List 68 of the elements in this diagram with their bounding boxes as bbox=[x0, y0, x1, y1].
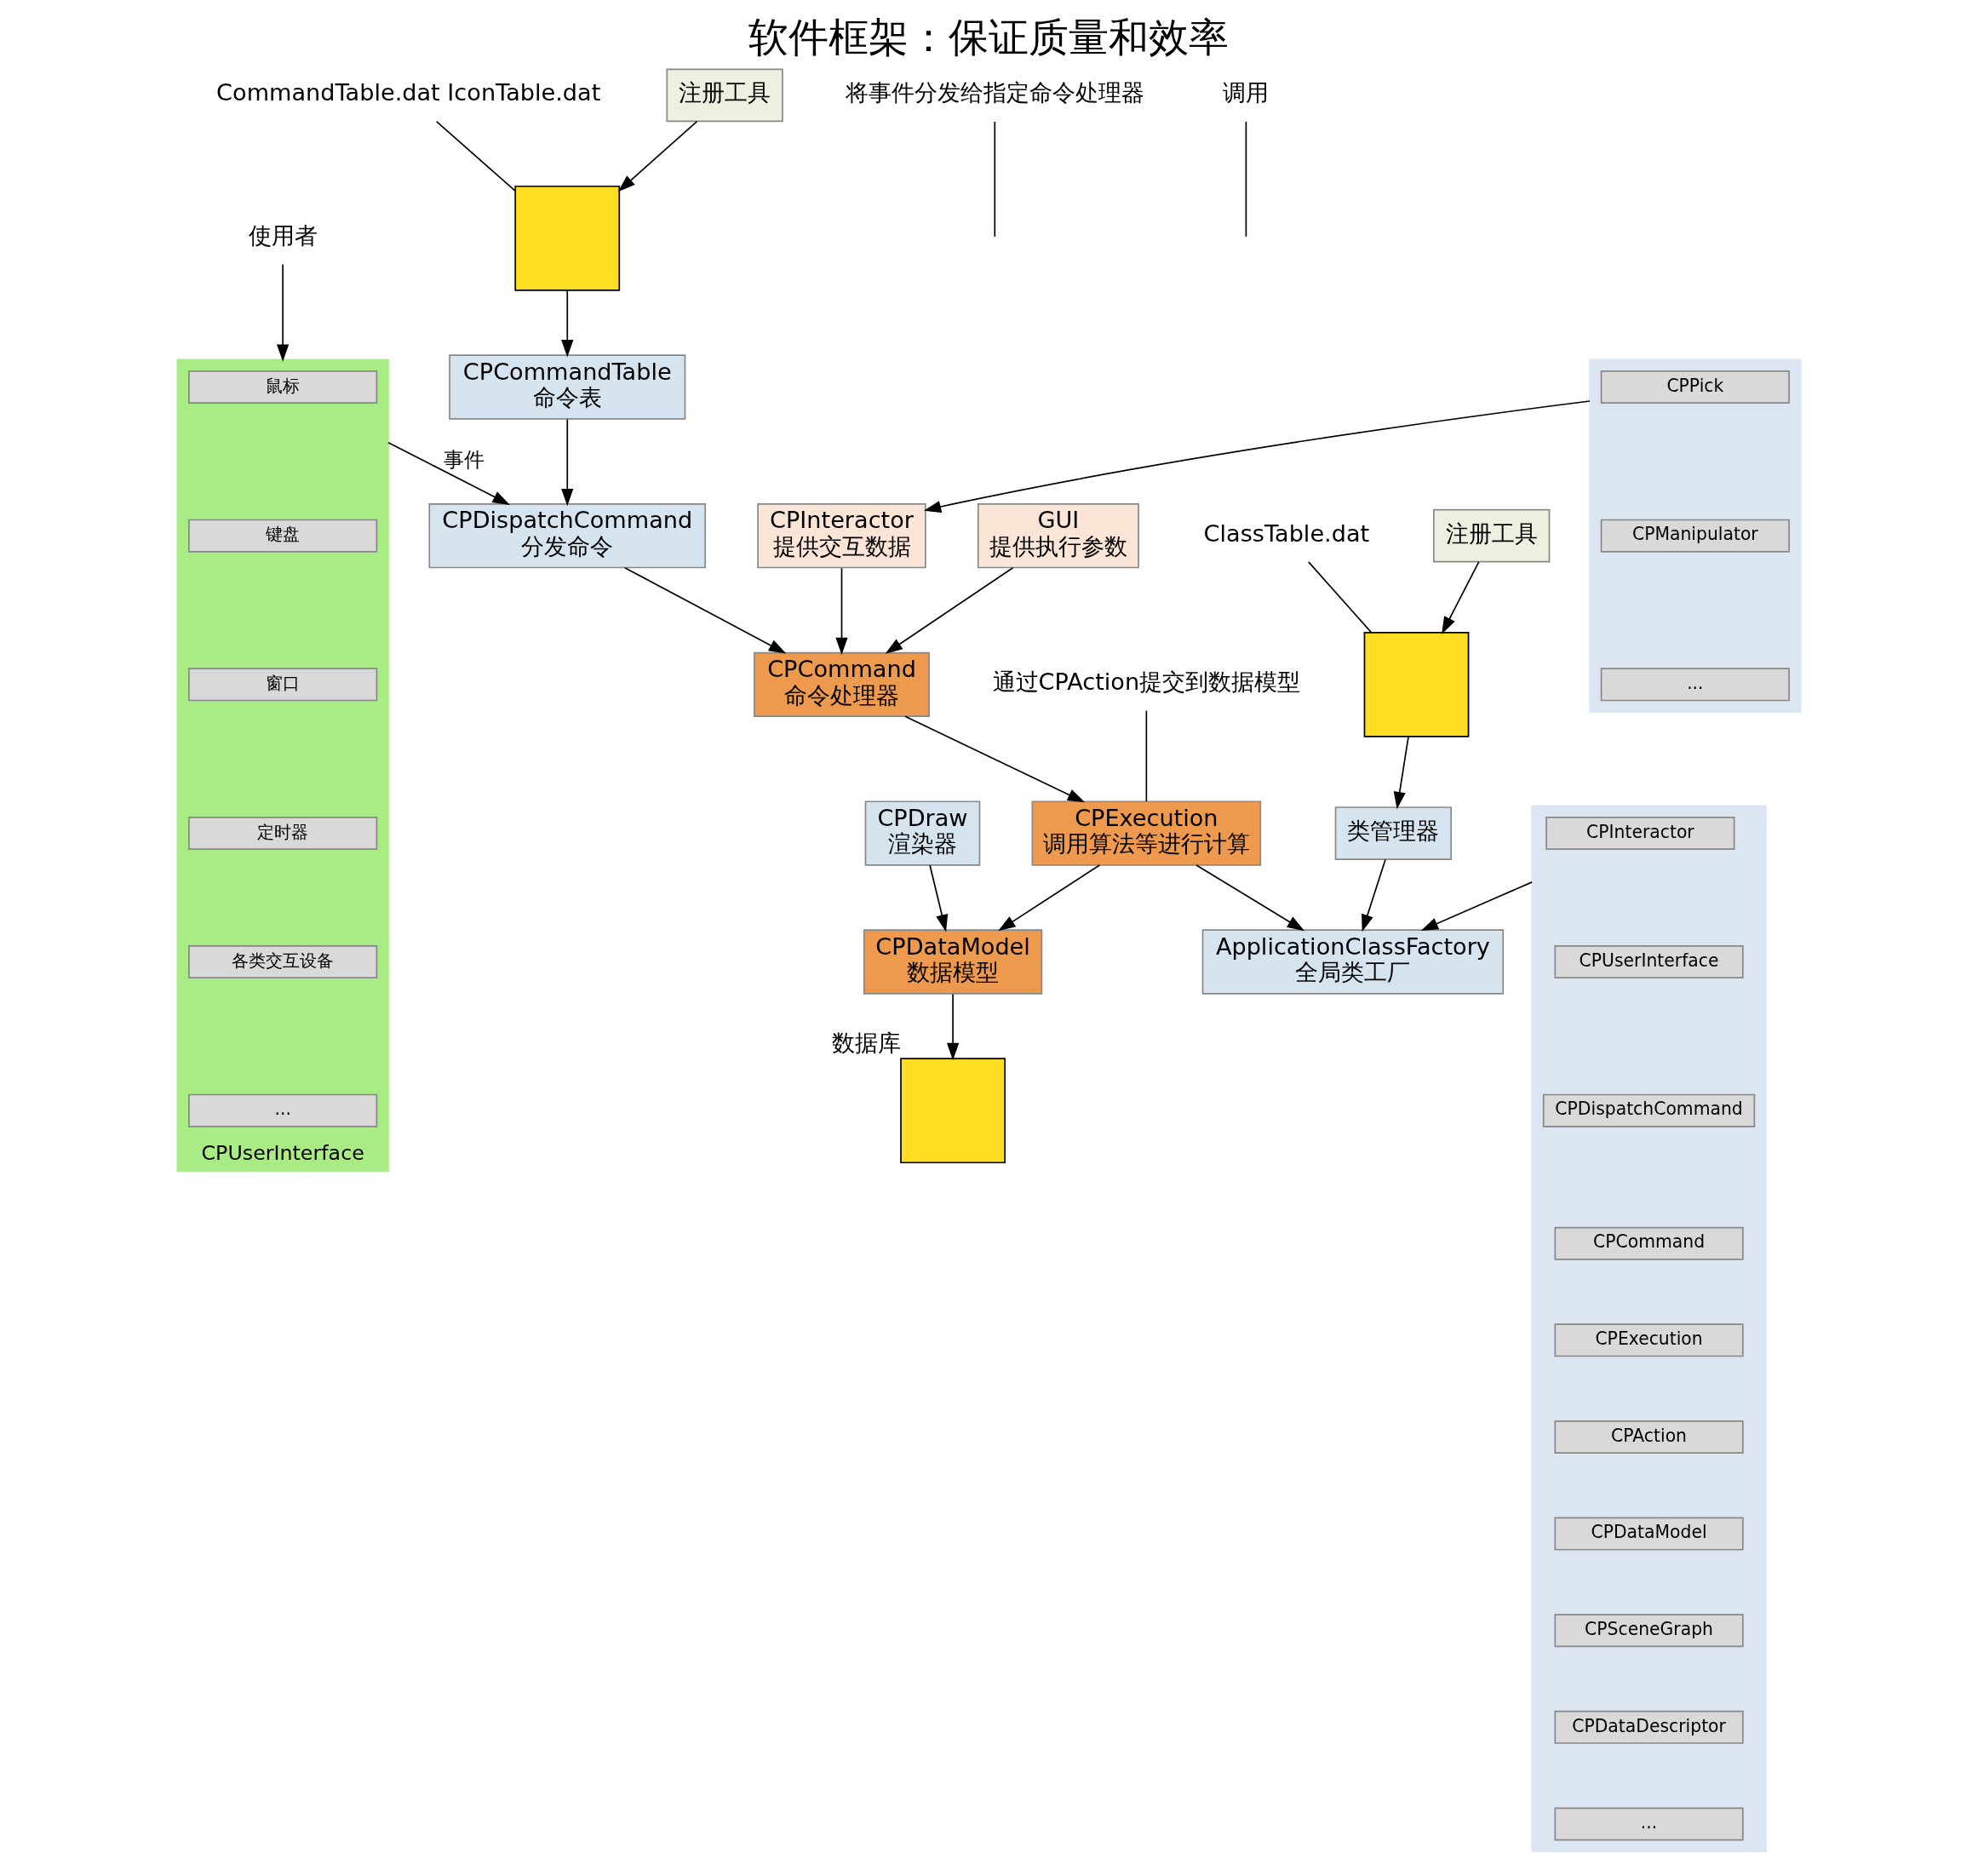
connector bbox=[435, 120, 516, 192]
node-box: CPDispatchCommand bbox=[1542, 1093, 1756, 1127]
arrow bbox=[277, 263, 290, 362]
node-box bbox=[514, 185, 621, 291]
arrow bbox=[1420, 881, 1534, 931]
arrow bbox=[561, 290, 574, 358]
arrow bbox=[387, 441, 510, 505]
arrow bbox=[617, 120, 698, 192]
arrow bbox=[1195, 864, 1305, 932]
arrow bbox=[923, 400, 1591, 513]
node-box: 注册工具 bbox=[1433, 508, 1551, 563]
connector bbox=[1145, 709, 1148, 802]
arrow bbox=[561, 418, 574, 507]
node-text: CommandTable.dat IconTable.dat bbox=[216, 79, 601, 106]
node-box: 各类交互设备 bbox=[188, 945, 378, 978]
arrow bbox=[929, 864, 949, 932]
arrow bbox=[904, 715, 1086, 803]
arrow bbox=[1393, 736, 1409, 810]
node-box: CPDataModel 数据模型 bbox=[863, 929, 1043, 995]
arrow bbox=[1362, 858, 1386, 932]
node-box: CPCommand 命令处理器 bbox=[754, 651, 930, 717]
node-box: ApplicationClassFactory 全局类工厂 bbox=[1201, 929, 1505, 995]
node-box: CPExecution 调用算法等进行计算 bbox=[1031, 800, 1262, 866]
node-box: CPInteractor bbox=[1545, 817, 1735, 851]
arrow bbox=[885, 566, 1014, 654]
arrow bbox=[835, 567, 848, 656]
node-box: ... bbox=[1554, 1807, 1744, 1841]
node-box: CPSceneGraph bbox=[1554, 1614, 1744, 1648]
node-box: CPAction bbox=[1554, 1420, 1744, 1454]
node-box: CPUserInterface bbox=[1554, 945, 1744, 978]
node-box: 鼠标 bbox=[188, 370, 378, 404]
node-box: ... bbox=[1600, 668, 1790, 702]
node-box bbox=[900, 1058, 1006, 1164]
node-text: 使用者 bbox=[248, 222, 318, 250]
node-text: 通过CPAction提交到数据模型 bbox=[992, 668, 1301, 696]
node-text: ClassTable.dat bbox=[1203, 519, 1370, 547]
node-box: 窗口 bbox=[188, 668, 378, 702]
node-box: 注册工具 bbox=[666, 68, 783, 123]
connector bbox=[994, 121, 996, 238]
node-box: CPInteractor 提供交互数据 bbox=[757, 503, 926, 569]
node-box: CPDraw 渲染器 bbox=[864, 800, 981, 866]
arrow bbox=[1442, 561, 1480, 634]
node-box: CPPick bbox=[1600, 370, 1790, 404]
node-text: 调用 bbox=[1223, 79, 1270, 106]
edge-label: 事件 bbox=[444, 448, 485, 473]
node-box: CPManipulator bbox=[1600, 519, 1790, 553]
node-box: 键盘 bbox=[188, 519, 378, 553]
cluster bbox=[1589, 359, 1802, 713]
node-box: 定时器 bbox=[188, 817, 378, 851]
node-text: 将事件分发给指定命令处理器 bbox=[845, 79, 1144, 106]
node-box: CPDataDescriptor bbox=[1554, 1710, 1744, 1744]
arrow bbox=[623, 566, 787, 654]
node-label: 数据库 bbox=[831, 1030, 901, 1057]
node-box bbox=[1363, 631, 1470, 737]
diagram-title: 软件框架：保证质量和效率 bbox=[748, 13, 1230, 60]
arrow bbox=[998, 864, 1101, 932]
node-box: CPCommand bbox=[1554, 1226, 1744, 1260]
node-box: ... bbox=[188, 1093, 378, 1127]
node-box: CPExecution bbox=[1554, 1323, 1744, 1357]
node-box: 类管理器 bbox=[1334, 806, 1453, 860]
node-box: GUI 提供执行参数 bbox=[977, 503, 1139, 569]
connector bbox=[1245, 121, 1247, 238]
node-box: CPDataModel bbox=[1554, 1517, 1744, 1551]
arrow bbox=[946, 993, 960, 1061]
connector bbox=[1307, 561, 1373, 634]
node-box: CPDispatchCommand 分发命令 bbox=[428, 503, 707, 569]
cluster bbox=[1531, 805, 1767, 1853]
node-box: CPCommandTable 命令表 bbox=[449, 354, 686, 420]
